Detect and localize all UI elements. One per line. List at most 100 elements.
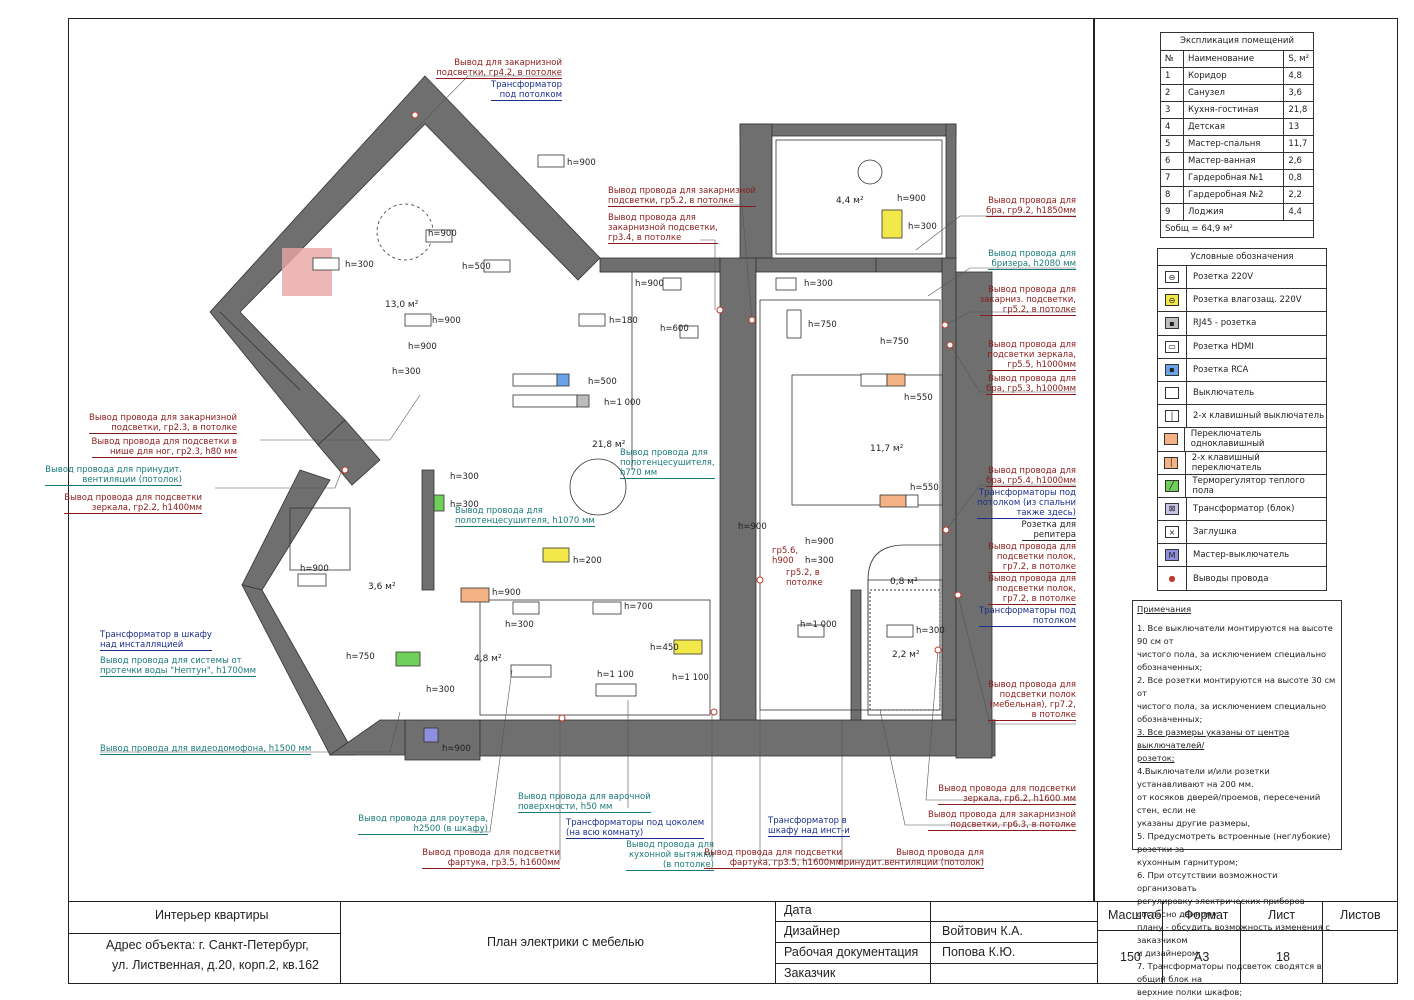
table-cell: Гардеробная №1 [1182,169,1285,187]
room-area-label: 3,6 м² [368,582,396,592]
designer-name: Войтович К.А. [942,924,1023,938]
rooms-table: Экспликация помещений № Наименование S, … [1160,32,1314,238]
waterproof-socket-icon: ⊖ [1165,294,1179,307]
header-sheet: Лист [1268,908,1296,922]
legend-symbol: │ [1158,451,1186,474]
height-label: h=1 000 [800,620,837,630]
annotation: Трансформаторы под цоколем(на всю комнат… [566,818,705,839]
table-cell: Коридор [1182,67,1285,85]
legend-label: Мастер-выключатель [1193,550,1290,561]
legend-item: Выключатель [1158,381,1326,406]
height-label: h=300 [392,367,421,377]
height-label: h=500 [462,262,491,272]
height-label: h=900 [635,279,664,289]
highlight-zone [282,248,332,296]
rooms-table-title: Экспликация помещений [1160,32,1314,50]
height-label: h=550 [910,483,939,493]
table-cell: 4 [1160,118,1184,136]
wire-outlet-markers [341,111,962,722]
legend-item: ▭Розетка HDMI [1158,335,1326,359]
height-label: h=1 000 [604,398,641,408]
room-area-label: 11,7 м² [870,444,904,454]
socket-icon: ⊖ [1165,271,1179,284]
height-label: h=300 [908,222,937,232]
height-label: h=900 [428,229,457,239]
height-label: h=700 [624,602,653,612]
table-cell: 8 [1160,186,1184,204]
room-area-label: 4,4 м² [836,196,864,206]
legend-symbol: ● [1158,567,1187,590]
legend-symbol: ⊖ [1158,289,1187,312]
header-format: Формат [1184,908,1229,922]
note-line: 1. Все выключатели монтируются на высоте… [1137,623,1333,646]
sheet-title: План электрики с мебелью [487,935,645,949]
switch-icon [1165,387,1179,400]
table-cell: 5 [1160,135,1184,153]
height-label: h=900 [805,537,834,547]
height-label: h=300 [426,685,455,695]
legend-label: Розетка RCA [1193,364,1249,375]
height-label: h=1 100 [672,673,709,683]
note-line: 4.Выключатели и/или розетки устанавливаю… [1137,766,1270,789]
rooms-table-header: № Наименование S, м² [1160,50,1314,68]
legend-item: ▪ Розетка RCA [1158,358,1326,382]
legend-title: Условные обозначения [1158,249,1326,266]
room-area-label: 0,8 м² [890,577,918,587]
height-label: h=900 [408,342,437,352]
table-cell: 2,2 [1283,186,1314,204]
height-label: h=900 [567,158,596,168]
note-line: 2. Все розетки монтируются на высоте 30 … [1137,675,1336,698]
legend-symbol: ▪ [1158,312,1187,335]
table-cell: 6 [1160,152,1184,170]
legend-symbol: ▪ [1158,358,1187,381]
master-switch-icon: M [1165,549,1179,562]
legend-item: ⊖Розетка 220V [1158,266,1326,290]
table-header-cell: № [1160,50,1184,68]
height-label: h=200 [573,556,602,566]
table-cell: Гардеробная №2 [1182,186,1285,204]
hdmi-icon: ▭ [1165,340,1179,353]
legend-item: ⊖ Розетка влагозащ. 220V [1158,289,1326,313]
legend-label: Розетка влагозащ. 220V [1193,295,1302,306]
double-toggle-icon: │ [1164,456,1179,469]
note-line: 7. Трансформаторы подсветок сводятся в о… [1137,961,1322,984]
height-label: h=300 [916,626,945,636]
height-label: h=300 [505,620,534,630]
legend-item: ╱Терморегулятор теплого пола [1158,474,1326,498]
note-line: указаны другие размеры, [1137,818,1251,828]
rj45-icon: ▪ [1165,317,1179,330]
legend-symbol: M [1158,544,1187,567]
wire-outlet-icon: ● [1168,574,1176,584]
table-cell: 3 [1160,101,1184,119]
height-label: h=180 [609,316,638,326]
legend-symbol [1158,381,1187,405]
legend-label: 2-х клавишный выключатель [1193,411,1325,422]
room-area-label: 4,8 м² [474,654,502,664]
height-label: h=900 [442,744,471,754]
table-cell: 1 [1160,67,1184,85]
address-line: ул. Лиственная, д.20, корп.2, кв.162 [112,958,320,972]
annotation: Вывод провода для видеодомофона, h1500 м… [100,744,312,755]
legend-item: ×Заглушка [1158,521,1326,545]
height-label: h=600 [660,324,689,334]
height-label: h=550 [904,393,933,403]
sheet-value: 18 [1276,950,1290,964]
double-switch-icon: │ [1165,410,1179,423]
